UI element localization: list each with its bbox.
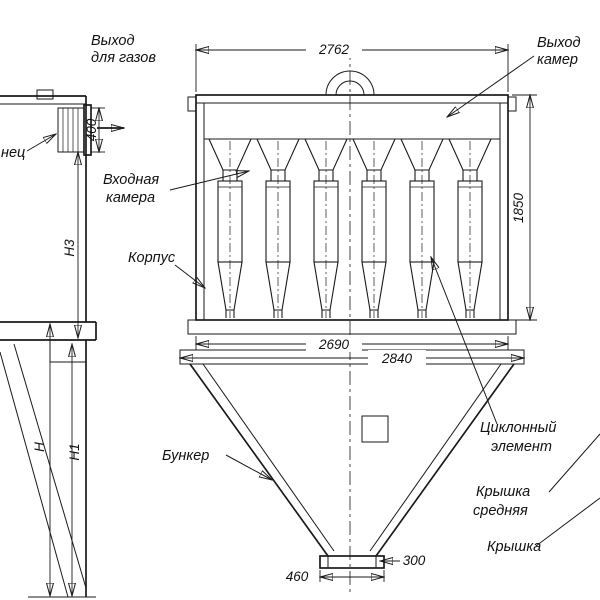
dimension-body-height: 1850 bbox=[511, 192, 526, 223]
cyclone-element bbox=[304, 138, 348, 319]
label-body: Корпус bbox=[128, 250, 176, 266]
label-cover-middle-line1: Крышка bbox=[476, 484, 530, 500]
label-cyclone-element-line2: элемент bbox=[491, 439, 552, 455]
label-gas-outlet-line1: Выход bbox=[91, 33, 135, 49]
dimension-flange-width: 2840 bbox=[381, 351, 413, 366]
label-outlet-chamber-line2: камер bbox=[537, 52, 578, 68]
dimension-hopper-outlet-inner: 300 bbox=[403, 553, 426, 568]
leader-cover bbox=[535, 497, 600, 547]
support-bracket bbox=[49, 339, 87, 363]
leader-cover-middle bbox=[548, 433, 600, 493]
side-view bbox=[0, 89, 124, 598]
support-brace bbox=[0, 351, 69, 598]
cyclone-element bbox=[208, 138, 252, 319]
dimension-h1: H1 bbox=[67, 443, 82, 460]
label-cover: Крышка bbox=[487, 539, 541, 555]
lifting-lug-side bbox=[36, 89, 54, 100]
cyclone-element bbox=[400, 138, 444, 319]
dimension-top-width: 2762 bbox=[318, 42, 350, 57]
dimension-h3: H3 bbox=[62, 239, 77, 257]
leader-flange bbox=[26, 134, 56, 152]
cyclone-element bbox=[448, 138, 492, 319]
label-hopper: Бункер bbox=[162, 448, 209, 464]
callouts: Выход для газов нец Входная камера Корпу… bbox=[1, 33, 600, 555]
label-gas-outlet-line2: для газов bbox=[91, 50, 156, 66]
leader-body bbox=[174, 264, 205, 288]
dimensions: 2762 1850 2690 2840 400 H3 H H1 460 bbox=[32, 41, 537, 596]
cyclone-element bbox=[256, 138, 300, 319]
label-cover-middle-line2: средняя bbox=[473, 503, 528, 519]
hopper-outline bbox=[189, 363, 515, 569]
hopper-hatch bbox=[361, 415, 389, 443]
label-flange-cut: нец bbox=[1, 145, 25, 161]
dimension-outlet-duct-width: 400 bbox=[84, 118, 99, 141]
body-flange bbox=[187, 319, 517, 335]
cyclone-element bbox=[352, 138, 396, 319]
leader-hopper bbox=[225, 454, 272, 480]
gas-outlet-duct bbox=[57, 104, 92, 156]
label-inlet-chamber-line2: камера bbox=[106, 190, 155, 206]
dimension-body-width: 2690 bbox=[318, 337, 350, 352]
leader-inlet-chamber bbox=[169, 171, 249, 191]
label-outlet-chamber-line1: Выход bbox=[537, 35, 581, 51]
dimension-h: H bbox=[32, 442, 47, 452]
label-inlet-chamber-line1: Входная bbox=[103, 172, 159, 188]
body-shell bbox=[195, 94, 509, 321]
dimension-hopper-outlet-outer: 460 bbox=[286, 569, 309, 584]
leader-cyclone-element bbox=[431, 257, 498, 425]
leader-outlet-chamber bbox=[447, 55, 535, 117]
label-cyclone-element-line1: Циклонный bbox=[480, 420, 556, 436]
hopper-outlet-flange bbox=[319, 555, 385, 569]
